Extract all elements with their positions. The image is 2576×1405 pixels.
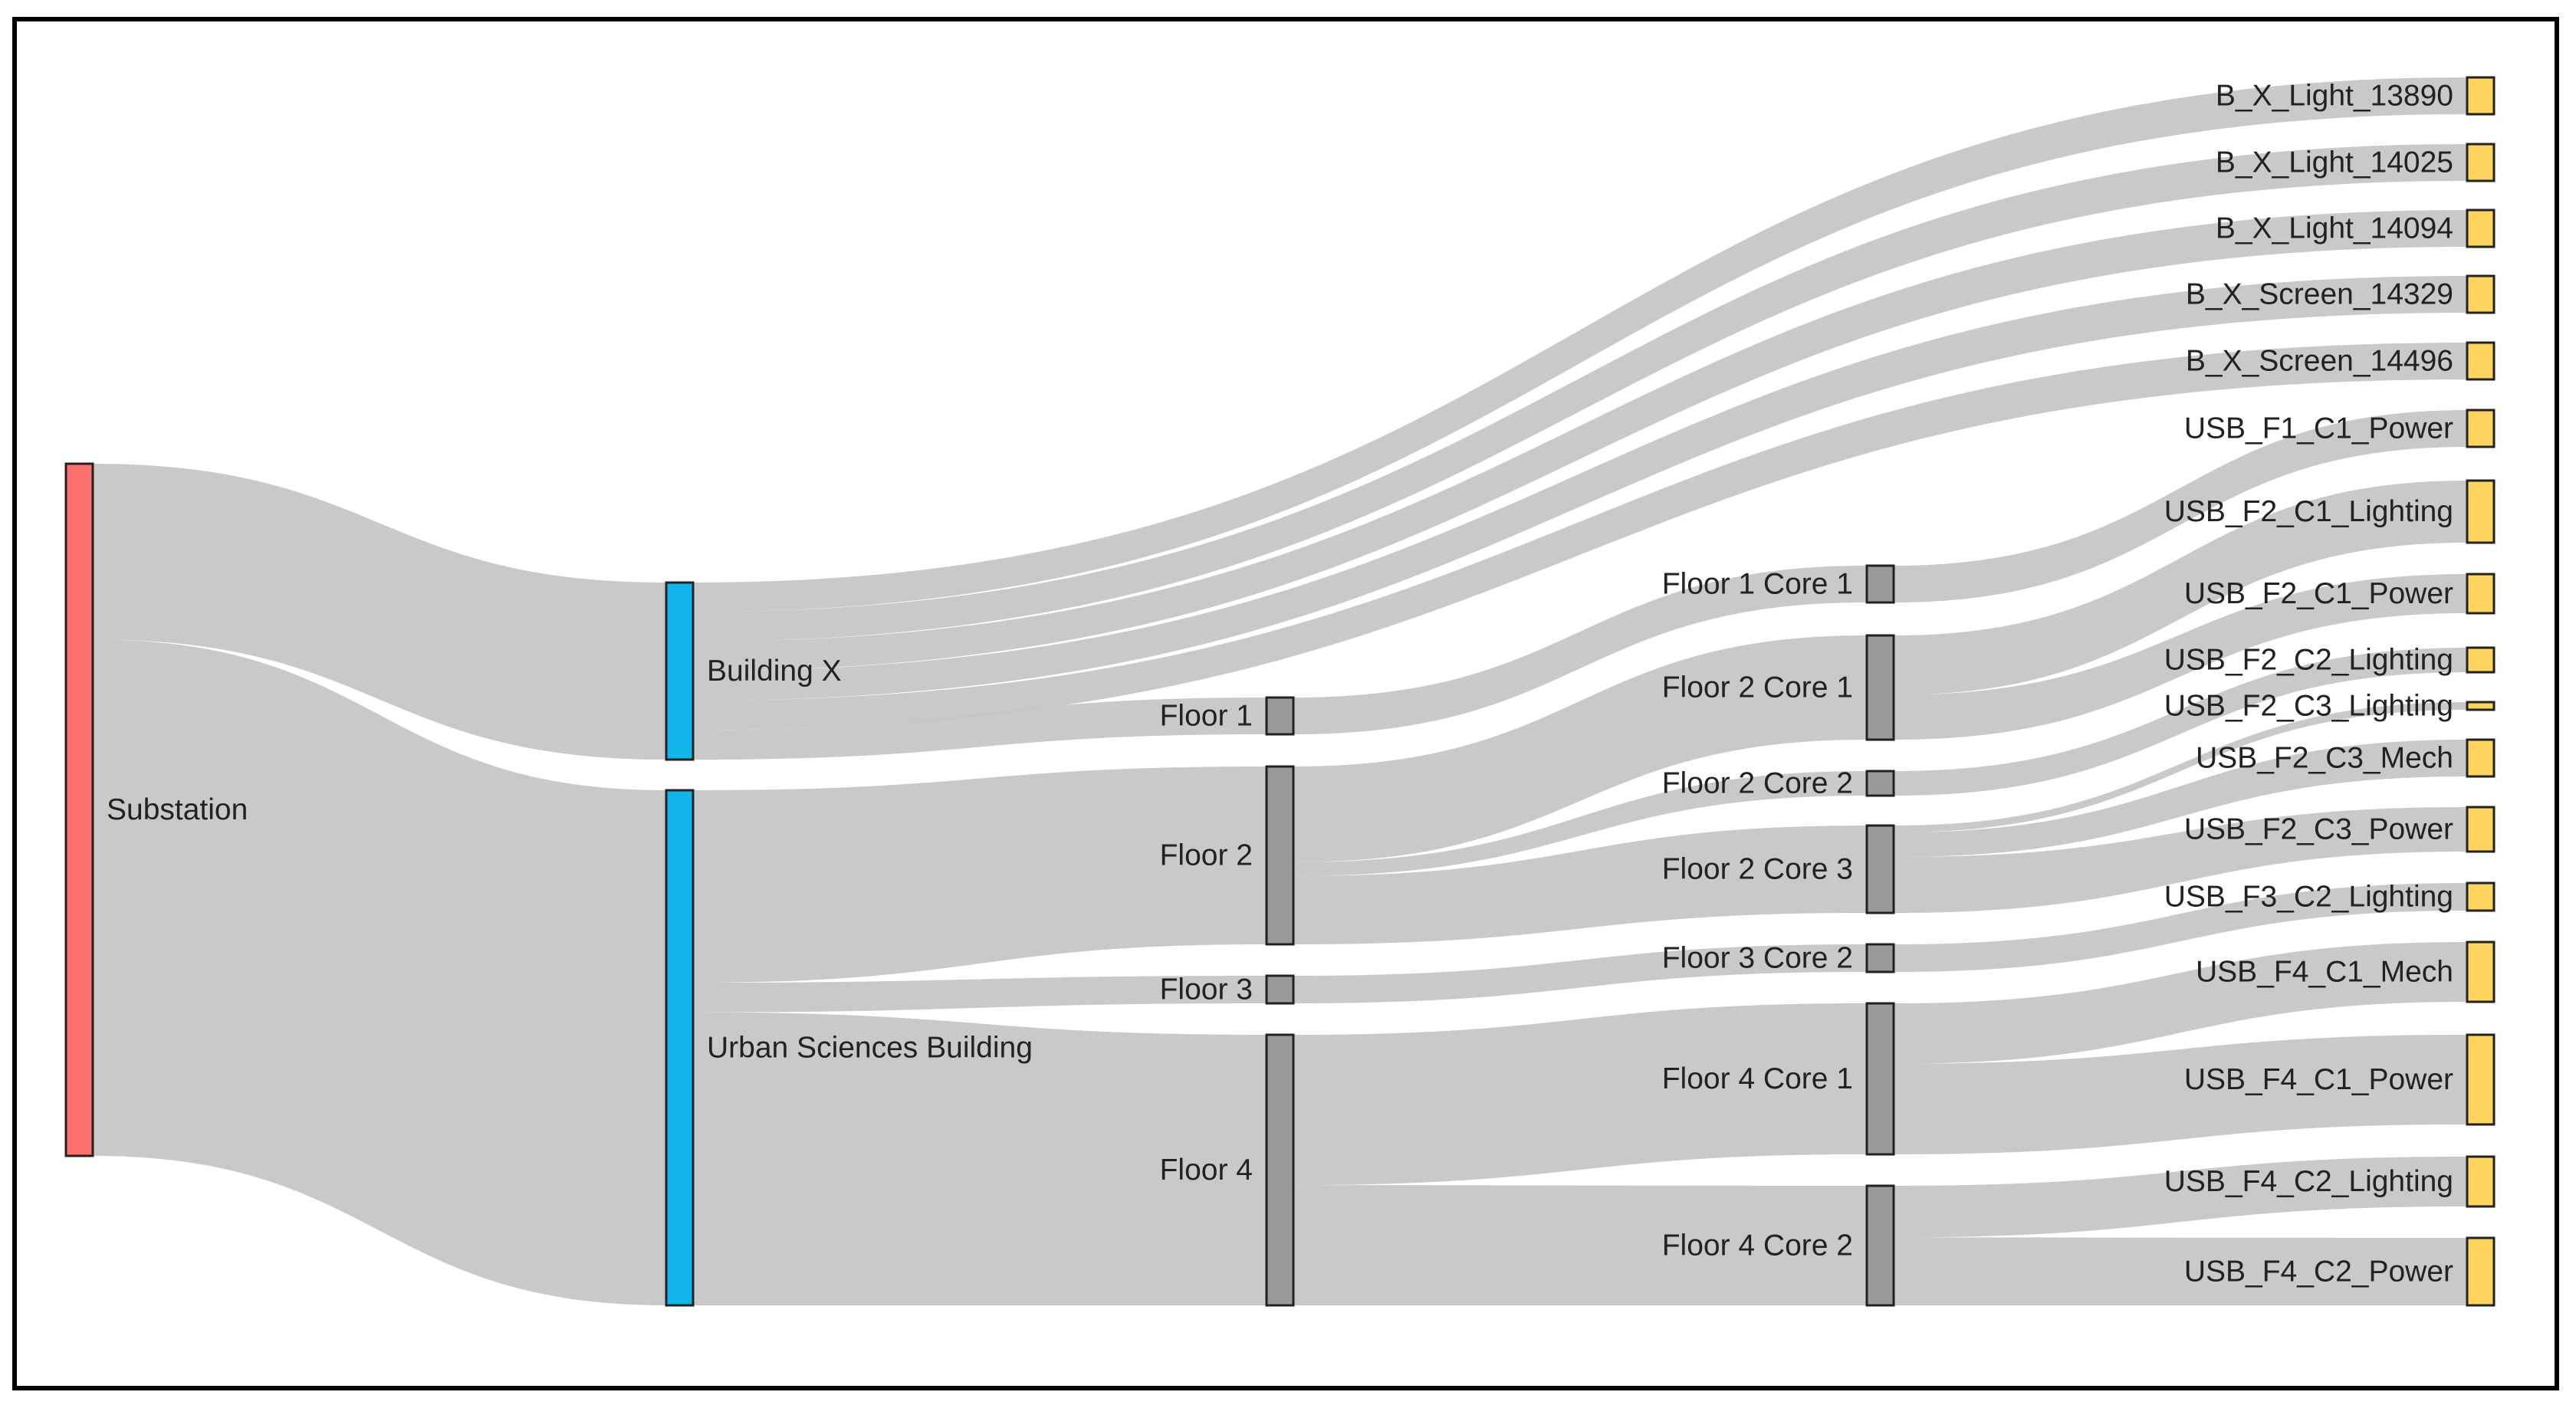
node-f2c2[interactable] (1865, 770, 1895, 797)
node-label-usb-f2-c2-lighting: USB_F2_C2_Lighting (2164, 643, 2453, 676)
node-usb-f2-c2-lighting[interactable] (2466, 646, 2496, 674)
node-label-usb-f4-c1-mech: USB_F4_C1_Mech (2196, 955, 2453, 988)
node-f1c1[interactable] (1865, 564, 1895, 604)
node-usb-f4-c2-lighting[interactable] (2466, 1155, 2496, 1208)
node-usb[interactable] (665, 789, 695, 1307)
node-label-substation: Substation (107, 793, 248, 826)
node-usb-f1-c1-power[interactable] (2466, 409, 2496, 448)
link-substation-to-building-x[interactable] (93, 464, 666, 760)
node-bx-light-14094[interactable] (2466, 208, 2496, 248)
node-usb-f4-c2-power[interactable] (2466, 1236, 2496, 1307)
node-label-f2c3: Floor 2 Core 3 (1662, 852, 1853, 885)
node-label-bx-light-14025: B_X_Light_14025 (2216, 146, 2453, 179)
link-f2c3-to-usb-f2-c3-power[interactable] (1894, 807, 2467, 913)
node-label-usb-f4-c1-power: USB_F4_C1_Power (2184, 1063, 2453, 1096)
node-floor-4[interactable] (1265, 1033, 1295, 1307)
node-substation[interactable] (64, 462, 94, 1157)
node-label-usb-f2-c1-power: USB_F2_C1_Power (2184, 577, 2453, 610)
link-usb-to-floor-3[interactable] (693, 976, 1267, 1013)
node-bx-screen-14329[interactable] (2466, 274, 2496, 314)
links-layer (93, 77, 2467, 1305)
node-label-bx-screen-14496: B_X_Screen_14496 (2186, 344, 2453, 377)
link-floor-2-to-f2c2[interactable] (1293, 771, 1867, 876)
link-floor-4-to-f4c1[interactable] (1293, 1003, 1867, 1186)
link-substation-to-usb[interactable] (93, 639, 666, 1305)
node-label-usb-f4-c2-lighting: USB_F4_C2_Lighting (2164, 1165, 2453, 1198)
node-usb-f4-c1-mech[interactable] (2466, 940, 2496, 1003)
link-building-x-to-bx-light-13890[interactable] (693, 77, 2467, 612)
node-label-bx-screen-14329: B_X_Screen_14329 (2186, 277, 2453, 310)
node-f3c2[interactable] (1865, 943, 1895, 973)
link-floor-2-to-f2c3[interactable] (1293, 826, 1867, 944)
node-usb-f2-c1-power[interactable] (2466, 573, 2496, 615)
nodes-layer (64, 76, 2496, 1307)
node-usb-f2-c3-power[interactable] (2466, 806, 2496, 853)
node-floor-1[interactable] (1265, 696, 1295, 736)
link-building-x-to-floor-1[interactable] (693, 698, 1267, 760)
node-label-usb-f1-c1-power: USB_F1_C1_Power (2184, 412, 2453, 445)
node-usb-f2-c1-lighting[interactable] (2466, 479, 2496, 544)
link-floor-1-to-f1c1[interactable] (1293, 566, 1867, 734)
node-label-f4c2: Floor 4 Core 2 (1662, 1229, 1853, 1262)
node-label-usb-f2-c3-mech: USB_F2_C3_Mech (2196, 741, 2453, 774)
link-f2c3-to-usb-f2-c3-lighting[interactable] (1894, 702, 2467, 833)
link-building-x-to-bx-light-14094[interactable] (693, 210, 2467, 671)
node-label-floor-2: Floor 2 (1160, 839, 1253, 872)
link-f2c3-to-usb-f2-c3-mech[interactable] (1894, 740, 2467, 858)
node-usb-f2-c3-lighting[interactable] (2466, 701, 2496, 711)
link-f2c2-to-usb-f2-c2-lighting[interactable] (1894, 648, 2467, 796)
node-label-usb: Urban Sciences Building (707, 1031, 1033, 1064)
node-label-bx-light-13890: B_X_Light_13890 (2216, 79, 2453, 112)
link-usb-to-floor-4[interactable] (693, 1012, 1267, 1305)
node-label-usb-f3-c2-lighting: USB_F3_C2_Lighting (2164, 880, 2453, 913)
link-building-x-to-bx-light-14025[interactable] (693, 144, 2467, 642)
node-f4c1[interactable] (1865, 1002, 1895, 1156)
link-f2c1-to-usb-f2-c1-lighting[interactable] (1894, 481, 2467, 695)
node-bx-light-13890[interactable] (2466, 76, 2496, 116)
node-f4c2[interactable] (1865, 1184, 1895, 1307)
node-floor-3[interactable] (1265, 974, 1295, 1005)
node-label-f2c2: Floor 2 Core 2 (1662, 767, 1853, 799)
node-bx-screen-14496[interactable] (2466, 341, 2496, 381)
node-label-usb-f2-c3-lighting: USB_F2_C3_Lighting (2164, 689, 2453, 722)
node-label-usb-f4-c2-power: USB_F4_C2_Power (2184, 1255, 2453, 1288)
node-label-usb-f2-c1-lighting: USB_F2_C1_Lighting (2164, 495, 2453, 528)
node-building-x[interactable] (665, 581, 695, 761)
node-bx-light-14025[interactable] (2466, 143, 2496, 182)
link-f1c1-to-usb-f1-c1-power[interactable] (1894, 410, 2467, 602)
node-label-bx-light-14094: B_X_Light_14094 (2216, 212, 2453, 245)
link-building-x-to-bx-screen-14496[interactable] (693, 343, 2467, 730)
node-usb-f4-c1-power[interactable] (2466, 1033, 2496, 1126)
link-floor-3-to-f3c2[interactable] (1293, 944, 1867, 1003)
node-usb-f3-c2-lighting[interactable] (2466, 881, 2496, 912)
node-label-f1c1: Floor 1 Core 1 (1662, 567, 1853, 600)
node-label-f3c2: Floor 3 Core 2 (1662, 941, 1853, 974)
link-f4c1-to-usb-f4-c1-mech[interactable] (1894, 942, 2467, 1064)
link-f4c2-to-usb-f4-c2-lighting[interactable] (1894, 1157, 2467, 1238)
link-f4c2-to-usb-f4-c2-power[interactable] (1894, 1237, 2467, 1305)
node-label-building-x: Building X (707, 655, 842, 688)
node-label-floor-1: Floor 1 (1160, 699, 1253, 732)
link-f2c1-to-usb-f2-c1-power[interactable] (1894, 574, 2467, 740)
node-label-usb-f2-c3-power: USB_F2_C3_Power (2184, 812, 2453, 845)
node-label-f4c1: Floor 4 Core 1 (1662, 1062, 1853, 1095)
link-floor-4-to-f4c2[interactable] (1293, 1185, 1867, 1305)
link-building-x-to-bx-screen-14329[interactable] (693, 276, 2467, 701)
node-label-floor-4: Floor 4 (1160, 1154, 1253, 1187)
link-floor-2-to-f2c1[interactable] (1293, 635, 1867, 862)
labels-layer: Substation Building X Urban Sciences Build… (107, 79, 2453, 1288)
node-floor-2[interactable] (1265, 765, 1295, 946)
node-label-floor-3: Floor 3 (1160, 973, 1253, 1006)
node-usb-f2-c3-mech[interactable] (2466, 738, 2496, 778)
link-f3c2-to-usb-f3-c2-lighting[interactable] (1894, 883, 2467, 972)
node-label-f2c1: Floor 2 Core 1 (1662, 671, 1853, 704)
node-f2c1[interactable] (1865, 634, 1895, 741)
node-f2c3[interactable] (1865, 824, 1895, 914)
link-f4c1-to-usb-f4-c1-power[interactable] (1894, 1035, 2467, 1154)
link-usb-to-floor-2[interactable] (693, 767, 1267, 983)
